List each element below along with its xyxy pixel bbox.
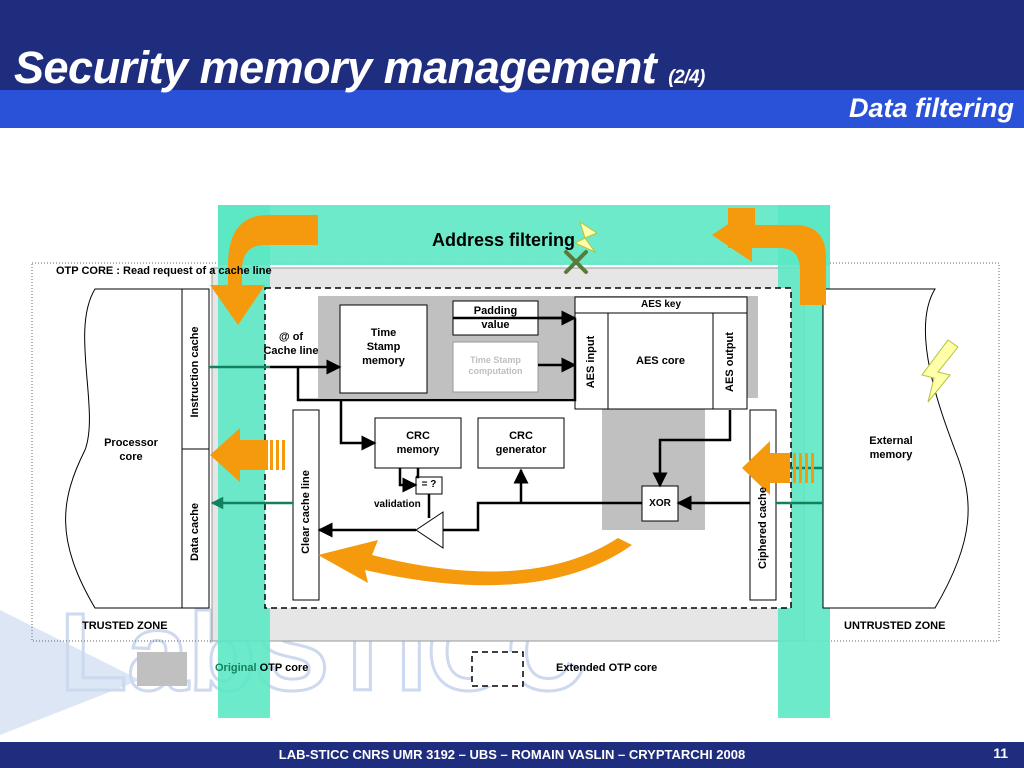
aes-core-box [574, 312, 748, 410]
xor-label: XOR [649, 498, 671, 509]
clear-cache-line-label: Clear cache line [300, 470, 312, 554]
orange-arrow-left-mid [210, 428, 268, 482]
processor-core-shape [65, 288, 183, 609]
legend-extended-swatch [471, 651, 524, 687]
orange-arrows [210, 208, 826, 586]
validation-label: validation [374, 499, 421, 510]
aes-key-label: AES key [640, 299, 682, 310]
legend-original-swatch [137, 652, 187, 686]
orange-arrow-top-right [728, 208, 826, 305]
page-part: (2/4) [668, 67, 705, 88]
blocked-cross-icon [564, 250, 588, 274]
orange-arrow-top-left [210, 215, 318, 325]
compare-label: = ? [421, 479, 437, 490]
address-filtering-label: Address filtering [432, 230, 576, 250]
legend-original-label: Original OTP core [215, 662, 309, 674]
ciphered-cache-line-box [749, 409, 777, 601]
time-stamp-computation-box [452, 341, 539, 393]
crc-generator-box [477, 417, 565, 469]
section-subtitle: Data filtering [848, 93, 1014, 123]
signal-lines [270, 310, 750, 538]
untrusted-zone-label: UNTRUSTED ZONE [844, 620, 946, 632]
lightning-icon-top [573, 220, 599, 254]
xor-box [641, 485, 679, 522]
instruction-cache-label: Instruction cache [189, 326, 201, 418]
instruction-cache-box [181, 288, 210, 450]
orange-arrow-bottom-curve [318, 538, 632, 586]
ciphered-cache-line-label: Ciphered cache [757, 487, 769, 569]
page-title-text: Security memory management [14, 42, 657, 93]
page-number: 11 [993, 745, 1008, 761]
footer-text: LAB-STICC CNRS UMR 3192 – UBS – ROMAIN V… [278, 747, 746, 762]
diagram: LabSTICC [0, 205, 1000, 735]
time-stamp-memory-box [339, 304, 428, 394]
crc-memory-box [374, 417, 462, 469]
aes-input-label: AES input [585, 335, 597, 389]
legend-extended-label: Extended OTP core [556, 662, 658, 674]
data-cache-label: Data cache [189, 502, 201, 562]
header-background [0, 0, 1024, 90]
external-memory-shape [822, 288, 969, 609]
lightning-icon-right [921, 339, 959, 403]
otp-core-request-label: OTP CORE : Read request of a cache line [56, 265, 272, 277]
orange-arrow-right-mid [742, 441, 790, 495]
footer-bar [0, 742, 1024, 768]
data-cache-box [181, 448, 210, 609]
header-band [0, 90, 1024, 128]
aes-core-label: AES core [636, 355, 685, 367]
trusted-zone-label: TRUSTED ZONE [82, 620, 168, 632]
aes-output-label: AES output [724, 332, 736, 392]
page-title: Security memory management (2/4) [14, 42, 705, 94]
clear-cache-line-box [292, 409, 320, 601]
orange-arrow-top-right-head [712, 208, 752, 262]
